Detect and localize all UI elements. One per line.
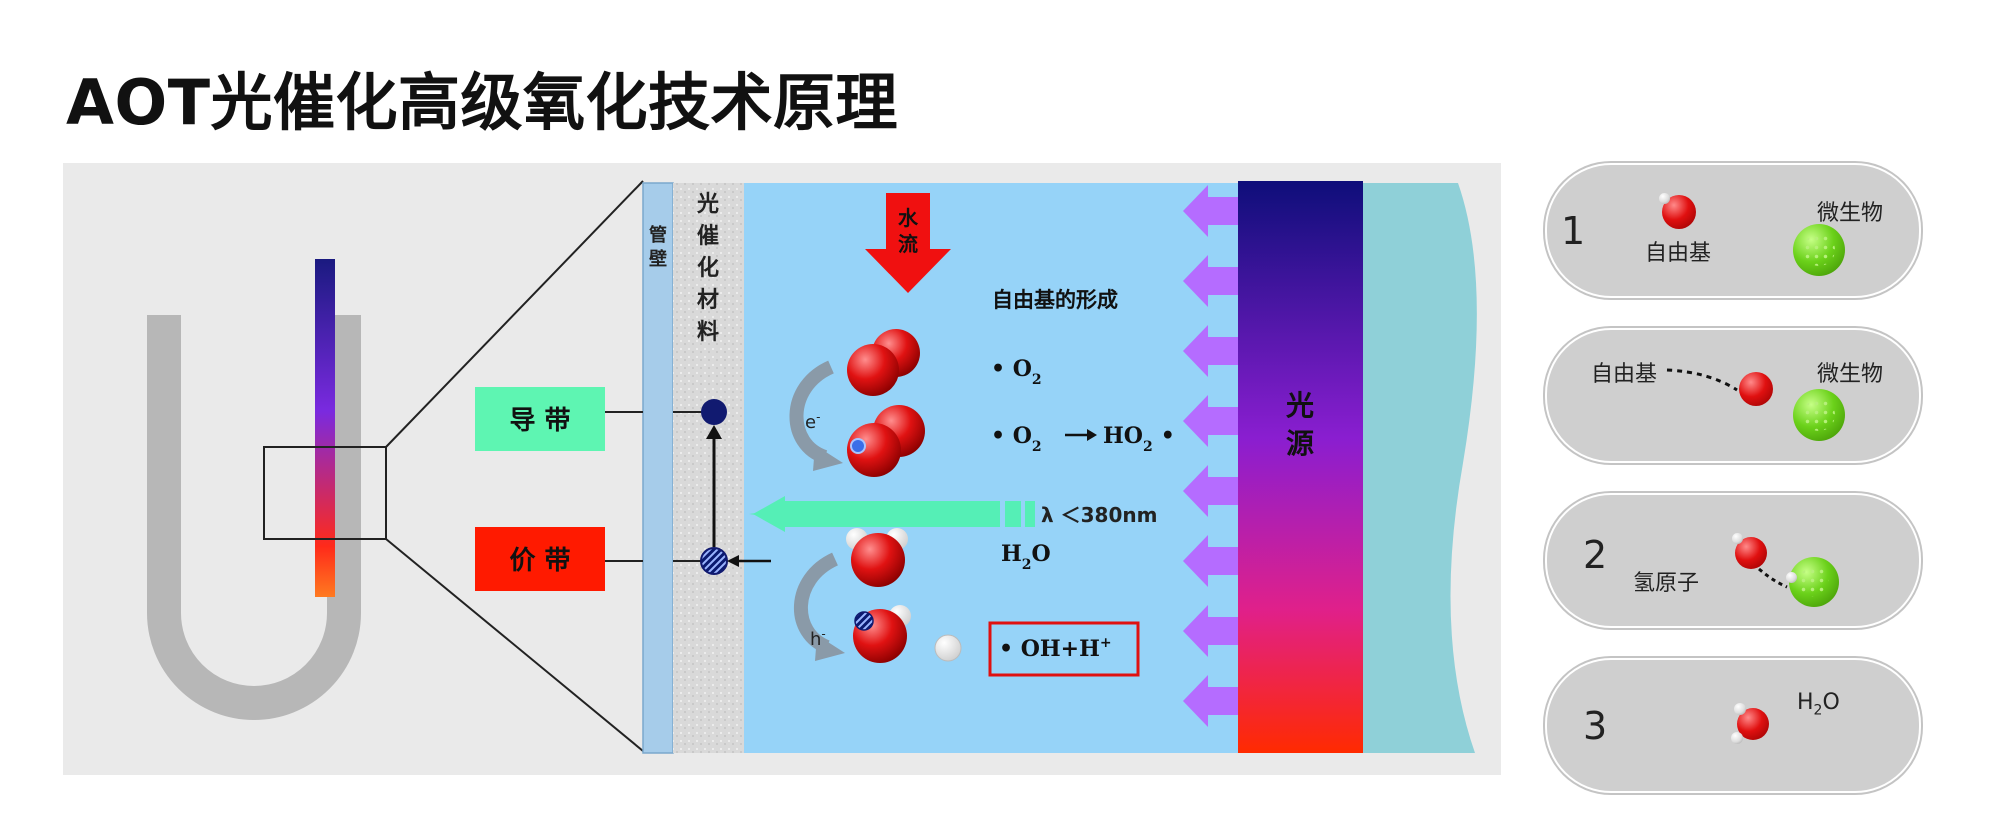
h2o-label: H2O bbox=[1797, 690, 1840, 719]
step-pill-2: 自由基 微生物 bbox=[1545, 328, 1921, 463]
light-source-label-2: 源 bbox=[1286, 427, 1314, 460]
hole-label: h- bbox=[810, 627, 826, 650]
water-molecule bbox=[846, 528, 908, 587]
catalyst-layer bbox=[673, 183, 744, 753]
microbe-label: 微生物 bbox=[1817, 201, 1884, 226]
catalyst-label: 光 催 化 材 料 bbox=[696, 192, 719, 345]
hydroxyl-molecule bbox=[853, 605, 962, 663]
svg-text:料: 料 bbox=[697, 320, 719, 345]
radical-label: 自由基 bbox=[1591, 362, 1658, 387]
microbe-label: 微生物 bbox=[1817, 362, 1884, 387]
electron-label: e- bbox=[805, 410, 820, 433]
svg-text:光: 光 bbox=[696, 192, 719, 217]
svg-text:催: 催 bbox=[697, 224, 719, 249]
light-arrow bbox=[1183, 395, 1238, 447]
valence-band-box bbox=[475, 527, 605, 591]
superoxide-molecule bbox=[847, 405, 925, 477]
electron-transfer-arrow bbox=[789, 360, 843, 471]
microbe-sphere bbox=[1793, 224, 1845, 276]
light-arrow bbox=[1183, 675, 1238, 727]
step-pill-4: 3 H2O bbox=[1545, 658, 1921, 793]
conduction-band-label: 导 带 bbox=[509, 406, 570, 436]
light-source-label-1: 光 bbox=[1285, 389, 1314, 422]
hole-transfer-arrow bbox=[794, 552, 845, 661]
page-title: AOT光催化高级氧化技术原理 bbox=[66, 66, 898, 139]
water-hydrogen-sphere-1 bbox=[1734, 703, 1746, 715]
radical-sphere bbox=[1739, 372, 1773, 406]
light-arrow bbox=[1183, 535, 1238, 587]
oh-label-box bbox=[988, 621, 1140, 677]
light-source bbox=[1238, 181, 1363, 753]
photon-arrowhead bbox=[727, 555, 739, 567]
magnify-box bbox=[263, 446, 387, 540]
svg-text:化: 化 bbox=[697, 255, 719, 281]
electron-dot bbox=[701, 399, 727, 425]
magnify-line-top bbox=[385, 180, 644, 448]
hydrogen-sphere bbox=[1786, 572, 1797, 583]
hole-dot bbox=[700, 547, 728, 575]
magnify-line-bottom bbox=[385, 538, 644, 752]
valence-band-label: 价 带 bbox=[509, 546, 570, 576]
step-pill-1: 1 自由基 微生物 bbox=[1545, 163, 1921, 298]
step-pill-3: 2 氢原子 bbox=[1545, 493, 1921, 628]
o2-label: • O2 bbox=[991, 356, 1042, 388]
o2-molecule bbox=[847, 329, 920, 396]
water-flow-label-1: 水 bbox=[898, 206, 919, 230]
water-flow-label-2: 流 bbox=[898, 232, 918, 256]
water-flow-arrow bbox=[865, 193, 951, 293]
wavelength-label: λ ＜380nm bbox=[1041, 503, 1157, 527]
step-number: 3 bbox=[1583, 704, 1608, 748]
radical-formation-label: 自由基的形成 bbox=[992, 288, 1118, 312]
oh-label: • OH+H+ bbox=[999, 635, 1112, 662]
light-arrow bbox=[1183, 255, 1238, 307]
aot-diagram: 管 壁 光 催 化 材 料 光 源 λ ＜380nm 水 流 自由基的形成 导 … bbox=[147, 180, 1477, 754]
light-beam bbox=[749, 496, 1035, 532]
light-arrows bbox=[1183, 185, 1238, 727]
tube-wall bbox=[642, 182, 674, 754]
outer-pipe bbox=[1360, 183, 1477, 753]
step-number: 2 bbox=[1583, 533, 1608, 577]
o2-reaction-left: • O2 bbox=[991, 423, 1042, 455]
o2-reaction-right: HO2• bbox=[1103, 423, 1175, 455]
microbe-sphere bbox=[1793, 389, 1845, 441]
excitation-arrowhead bbox=[706, 425, 722, 439]
h2o-label: H2O bbox=[1001, 541, 1051, 573]
microbe-sphere bbox=[1789, 557, 1839, 607]
light-arrow bbox=[1183, 325, 1238, 377]
reaction-arrow bbox=[1065, 429, 1097, 441]
lamp-tube bbox=[315, 259, 335, 597]
wall-label-2: 壁 bbox=[649, 248, 667, 270]
light-arrow bbox=[1183, 185, 1238, 237]
svg-text:材: 材 bbox=[697, 288, 719, 313]
hydrogen-sphere bbox=[1659, 193, 1670, 204]
light-arrow bbox=[1183, 465, 1238, 517]
abstraction-path bbox=[1758, 567, 1788, 589]
wall-label-1: 管 bbox=[649, 224, 667, 246]
u-pipe bbox=[147, 315, 361, 720]
step-number: 1 bbox=[1561, 209, 1586, 253]
light-arrow bbox=[1183, 605, 1238, 657]
hydrogen-label: 氢原子 bbox=[1633, 571, 1700, 596]
radical-label: 自由基 bbox=[1645, 241, 1712, 266]
water-region bbox=[744, 183, 1244, 753]
conduction-band-box bbox=[475, 387, 605, 451]
water-hydrogen-sphere-2 bbox=[1731, 732, 1743, 744]
hydrogen-sphere bbox=[1732, 533, 1743, 544]
